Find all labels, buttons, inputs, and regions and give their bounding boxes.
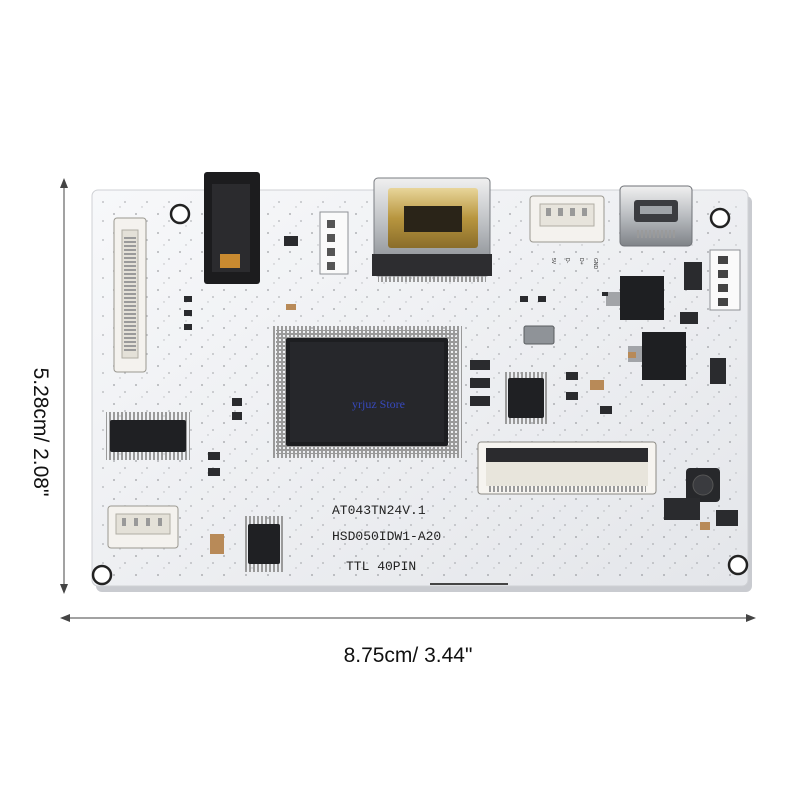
usb-pin-label-dminus: D- [564, 258, 570, 264]
width-arrow-left-icon [60, 614, 70, 622]
silkscreen-model-2: HSD050IDW1-A20 [332, 529, 441, 544]
width-label: 8.75cm/ 3.44" [344, 644, 473, 667]
silkscreen-interface: TTL 40PIN [346, 559, 416, 574]
main-qfp-chip [272, 326, 462, 458]
hdmi-port [372, 177, 492, 282]
pcb-board: 5V D- D+ GND [91, 172, 752, 592]
power-inductor [686, 468, 720, 502]
audio-jack [204, 172, 260, 284]
soic-chip-center [504, 372, 548, 424]
width-arrow-right-icon [746, 614, 756, 622]
usb-header-connector [529, 195, 605, 243]
soic-chip-left [106, 412, 190, 460]
height-dimension: 5.28cm/ 2.08" [29, 178, 68, 594]
store-watermark: yrjuz Store [352, 397, 405, 411]
height-arrow-top-icon [60, 178, 68, 188]
usb-pin-label-gnd: GND [592, 258, 598, 270]
bottom-left-jst-connector [107, 505, 179, 549]
fpc-40pin-connector [477, 441, 657, 495]
mounting-hole-top-left [169, 203, 191, 225]
right-header-pins [709, 249, 741, 311]
width-dimension: 8.75cm/ 3.44" [60, 614, 756, 667]
height-arrow-bottom-icon [60, 584, 68, 594]
height-label: 5.28cm/ 2.08" [29, 368, 52, 497]
center-header-pins [319, 211, 349, 275]
usb-pin-label-5v: 5V [550, 258, 556, 265]
mounting-hole-bottom-right [727, 554, 749, 576]
soic-chip-bottom [244, 516, 284, 572]
micro-usb-port [619, 185, 693, 247]
crystal-oscillator [523, 325, 555, 345]
mounting-hole-top-right [709, 207, 731, 229]
left-edge-connector [113, 217, 147, 373]
mounting-hole-bottom-left [91, 564, 113, 586]
usb-pin-labels: 5V D- D+ GND [550, 258, 598, 270]
usb-pin-label-dplus: D+ [578, 258, 584, 265]
silkscreen-model-1: AT043TN24V.1 [332, 503, 426, 518]
smd-capacitors [210, 304, 710, 554]
voltage-regulator-1 [606, 276, 664, 320]
smd-components [184, 236, 738, 526]
